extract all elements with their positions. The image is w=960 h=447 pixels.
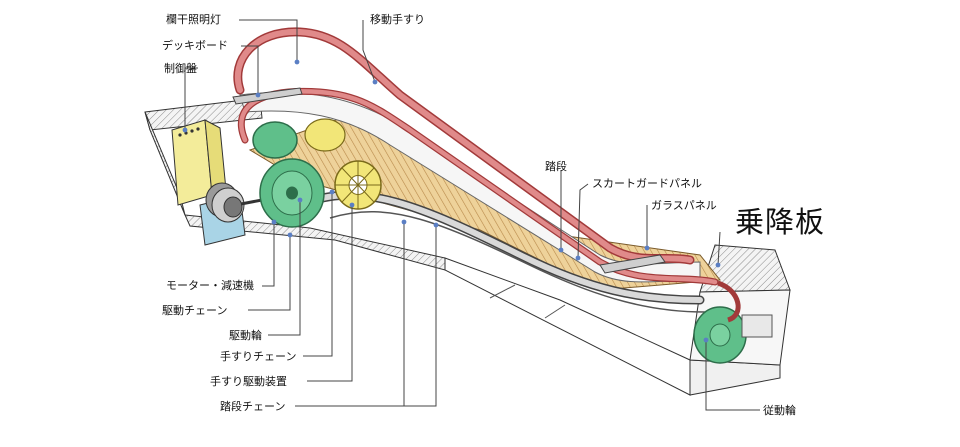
label-step-chain: 踏段チェーン [220, 400, 286, 413]
label-control-panel: 制御盤 [164, 62, 197, 75]
label-step: 踏段 [545, 160, 567, 173]
label-landing-plate: 乗降板 [735, 205, 826, 239]
control-panel [171, 119, 227, 206]
drive-wheel [252, 121, 325, 228]
driven-wheel [693, 306, 773, 364]
leader-lines [184, 19, 760, 411]
leader-dots [182, 59, 721, 343]
deck-board [232, 87, 666, 274]
label-motor-reducer: モーター・減速機 [166, 279, 254, 292]
handrail-drive-gear [304, 118, 382, 210]
label-railing-light: 欄干照明灯 [166, 13, 221, 26]
label-drive-chain: 駆動チェーン [162, 304, 228, 317]
label-drive-wheel: 駆動輪 [229, 329, 262, 342]
label-moving-handrail: 移動手すり [370, 13, 425, 26]
label-handrail-drive: 手すり駆動装置 [210, 375, 287, 388]
label-skirt-guard-panel: スカートガードパネル [592, 177, 702, 190]
label-deck-board: デッキボード [162, 39, 228, 52]
motor-reducer [199, 182, 263, 246]
label-driven-wheel: 従動輪 [763, 404, 796, 417]
balustrade [239, 92, 701, 283]
label-handrail-chain: 手すりチェーン [220, 350, 297, 363]
label-glass-panel: ガラスパネル [651, 199, 717, 212]
